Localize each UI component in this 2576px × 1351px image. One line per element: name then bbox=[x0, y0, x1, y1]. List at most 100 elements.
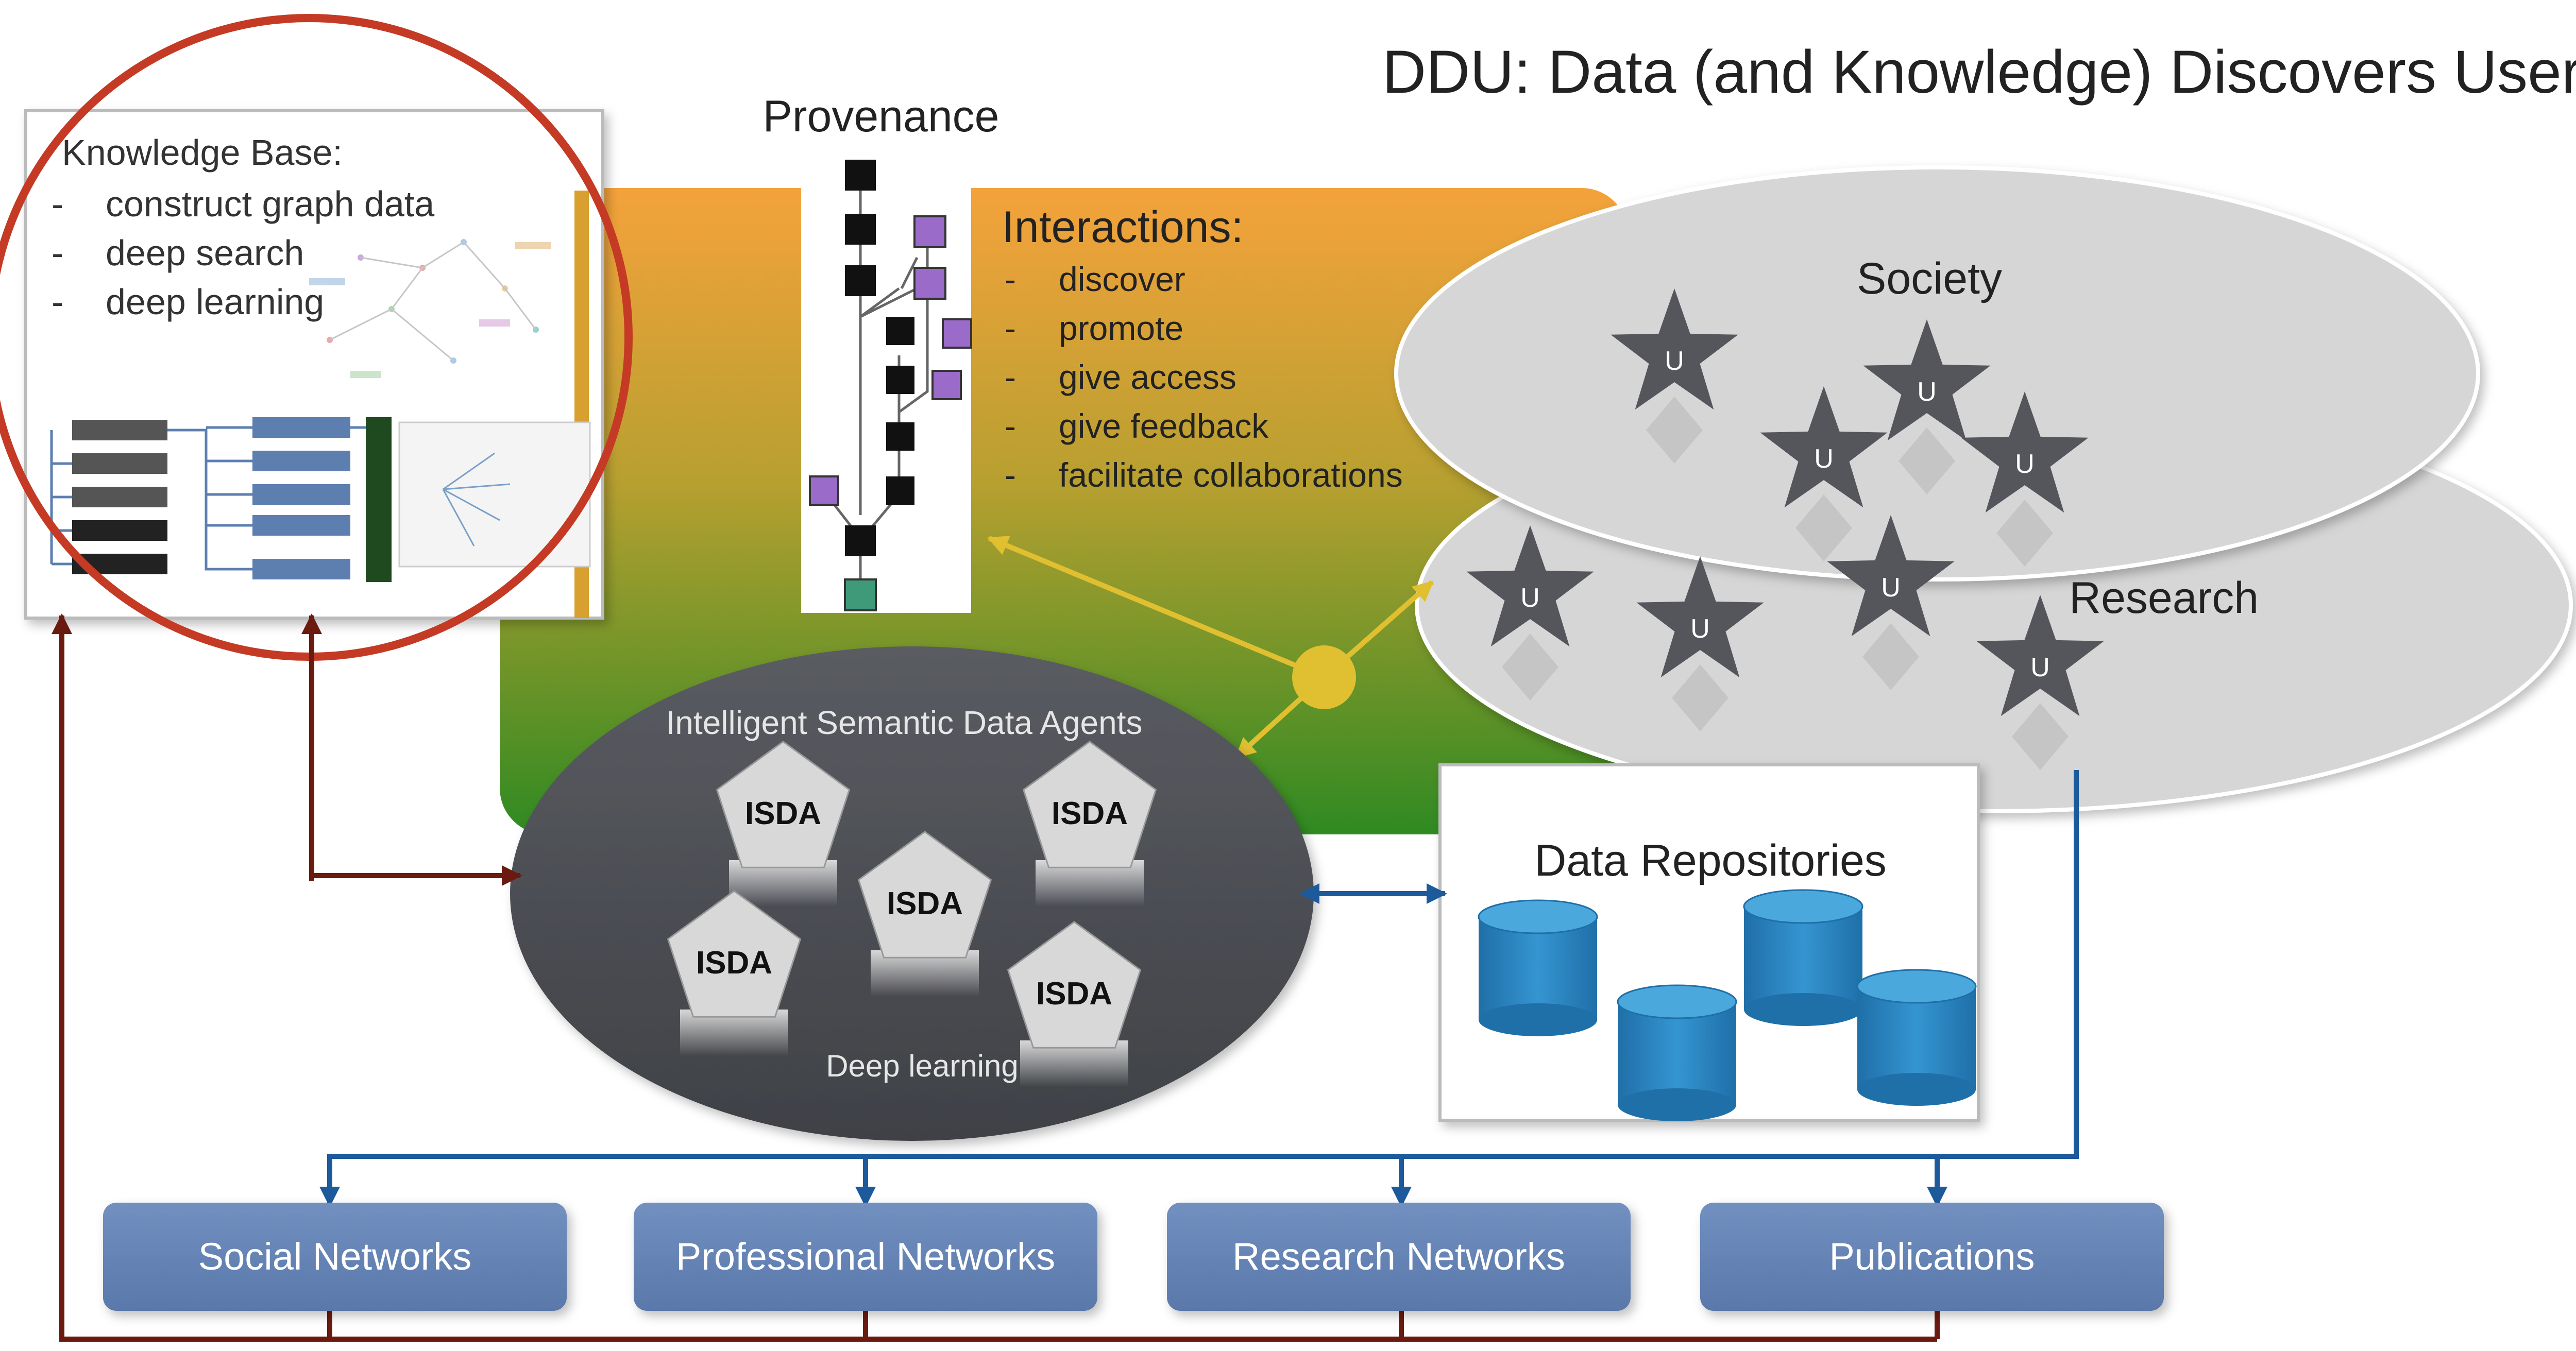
repository-cylinder bbox=[1856, 969, 1977, 1106]
network-professional: Professional Networks bbox=[634, 1203, 1097, 1311]
user-star-shape bbox=[1636, 556, 1764, 678]
isda-agent: ISDA bbox=[1022, 741, 1157, 907]
cylinder-bottom bbox=[1618, 1088, 1736, 1121]
network-distribution-lines bbox=[319, 770, 2079, 1207]
interactions-heading: Interactions: bbox=[1002, 202, 1243, 252]
feedback-lines bbox=[52, 613, 1940, 1342]
isda-label: ISDA bbox=[745, 796, 821, 831]
network-professional-label: Professional Networks bbox=[676, 1235, 1055, 1278]
user-star: U bbox=[1466, 525, 1594, 700]
interaction-item-3: give access bbox=[1059, 358, 1236, 396]
user-star-shape bbox=[1961, 391, 2089, 513]
cylinder-top bbox=[1743, 889, 1863, 924]
user-star-shape bbox=[1976, 595, 2104, 716]
user-star-label: U bbox=[2015, 449, 2035, 479]
repository-cylinder bbox=[1617, 984, 1737, 1121]
knowledge-base-heading: Knowledge Base: bbox=[62, 132, 343, 173]
interactions-dash-2: - bbox=[1005, 309, 1016, 347]
user-star-reflection bbox=[2012, 703, 2069, 770]
repository-cylinder bbox=[1478, 899, 1598, 1036]
user-star-shape bbox=[1863, 319, 1991, 441]
interactions-dash-3: - bbox=[1005, 358, 1016, 396]
isda-pentagon bbox=[1022, 741, 1157, 868]
user-star-reflection bbox=[1996, 500, 2053, 567]
network-social: Social Networks bbox=[103, 1203, 567, 1311]
user-stars: U U U U U U U U bbox=[1466, 288, 2104, 770]
user-star-reflection bbox=[1862, 623, 1919, 690]
cylinder-bottom bbox=[1479, 1003, 1597, 1036]
isda-label: ISDA bbox=[696, 945, 772, 981]
user-star: U bbox=[1760, 386, 1888, 561]
user-star-reflection bbox=[1646, 397, 1703, 464]
user-star-reflection bbox=[1672, 664, 1728, 731]
schema-thumbnail bbox=[50, 417, 591, 582]
user-star: U bbox=[1976, 595, 2104, 770]
cylinder-top bbox=[1617, 984, 1737, 1019]
diagram-title: DDU: Data (and Knowledge) Discovers User… bbox=[1382, 38, 2576, 106]
kb-item-1: construct graph data bbox=[106, 184, 434, 224]
user-star-reflection bbox=[1502, 634, 1558, 700]
user-star-shape bbox=[1466, 525, 1594, 647]
isda-label: ISDA bbox=[1036, 976, 1112, 1012]
user-star: U bbox=[1961, 391, 2089, 567]
user-star-label: U bbox=[2030, 653, 2050, 682]
isda-agent: ISDA bbox=[716, 741, 851, 907]
provenance-graph bbox=[801, 160, 972, 613]
society-label: Society bbox=[1857, 254, 2002, 303]
isda-agent: ISDA bbox=[1007, 921, 1142, 1087]
isda-label: ISDA bbox=[1052, 796, 1128, 831]
interaction-hub bbox=[987, 536, 1434, 759]
interaction-item-2: promote bbox=[1059, 309, 1183, 347]
interactions-dash-5: - bbox=[1005, 456, 1016, 494]
user-star-label: U bbox=[1917, 377, 1937, 407]
interaction-item-1: discover bbox=[1059, 260, 1185, 298]
cylinder-bottom bbox=[1857, 1073, 1976, 1106]
isda-pentagon bbox=[1007, 921, 1142, 1049]
user-star-reflection bbox=[1795, 494, 1852, 561]
user-star-label: U bbox=[1520, 583, 1540, 613]
network-boxes: Social Networks Professional Networks Re… bbox=[103, 1203, 2164, 1311]
user-star: U bbox=[1611, 288, 1738, 464]
kb-dash-3: - bbox=[52, 282, 63, 322]
interaction-item-4: give feedback bbox=[1059, 407, 1269, 445]
kb-dash-2: - bbox=[52, 233, 63, 273]
user-star-label: U bbox=[1690, 614, 1710, 644]
hub-dot bbox=[1292, 645, 1356, 709]
interactions-dash-4: - bbox=[1005, 407, 1016, 445]
repository-cylinder bbox=[1743, 889, 1863, 1026]
interaction-item-5: facilitate collaborations bbox=[1059, 456, 1403, 494]
user-star-shape bbox=[1611, 288, 1738, 410]
cylinder-top bbox=[1478, 899, 1598, 934]
network-research-label: Research Networks bbox=[1232, 1235, 1565, 1278]
network-publications: Publications bbox=[1700, 1203, 2164, 1311]
interactions-list: - discover - promote - give access - giv… bbox=[1005, 260, 1403, 494]
kb-item-3: deep learning bbox=[106, 282, 324, 322]
interactions-dash-1: - bbox=[1005, 260, 1016, 298]
isda-agent: ISDA bbox=[857, 831, 992, 997]
data-repositories: Data Repositories bbox=[1438, 763, 1980, 1122]
user-star-shape bbox=[1760, 386, 1888, 508]
user-star: U bbox=[1636, 556, 1764, 731]
network-social-label: Social Networks bbox=[198, 1235, 472, 1278]
isda-footer: Deep learning bbox=[826, 1049, 1019, 1083]
user-star-shape bbox=[1827, 515, 1955, 637]
cylinder-bottom bbox=[1744, 993, 1862, 1026]
network-publications-label: Publications bbox=[1829, 1235, 2035, 1278]
user-star: U bbox=[1827, 515, 1955, 690]
user-star-label: U bbox=[1814, 444, 1834, 474]
user-star-reflection bbox=[1899, 427, 1955, 494]
isda-agent: ISDA bbox=[667, 890, 802, 1056]
kb-dash-1: - bbox=[52, 184, 63, 224]
isda-pentagon bbox=[857, 831, 992, 959]
isda-pentagon bbox=[716, 741, 851, 868]
provenance-label: Provenance bbox=[763, 92, 999, 141]
user-star-label: U bbox=[1665, 346, 1684, 376]
user-star: U bbox=[1863, 319, 1991, 494]
cylinder-top bbox=[1856, 969, 1977, 1004]
isda-label: ISDA bbox=[887, 886, 963, 921]
isda-pentagon bbox=[667, 890, 802, 1018]
research-label: Research bbox=[2069, 573, 2259, 623]
knowledge-graph-thumbnail bbox=[309, 239, 551, 378]
